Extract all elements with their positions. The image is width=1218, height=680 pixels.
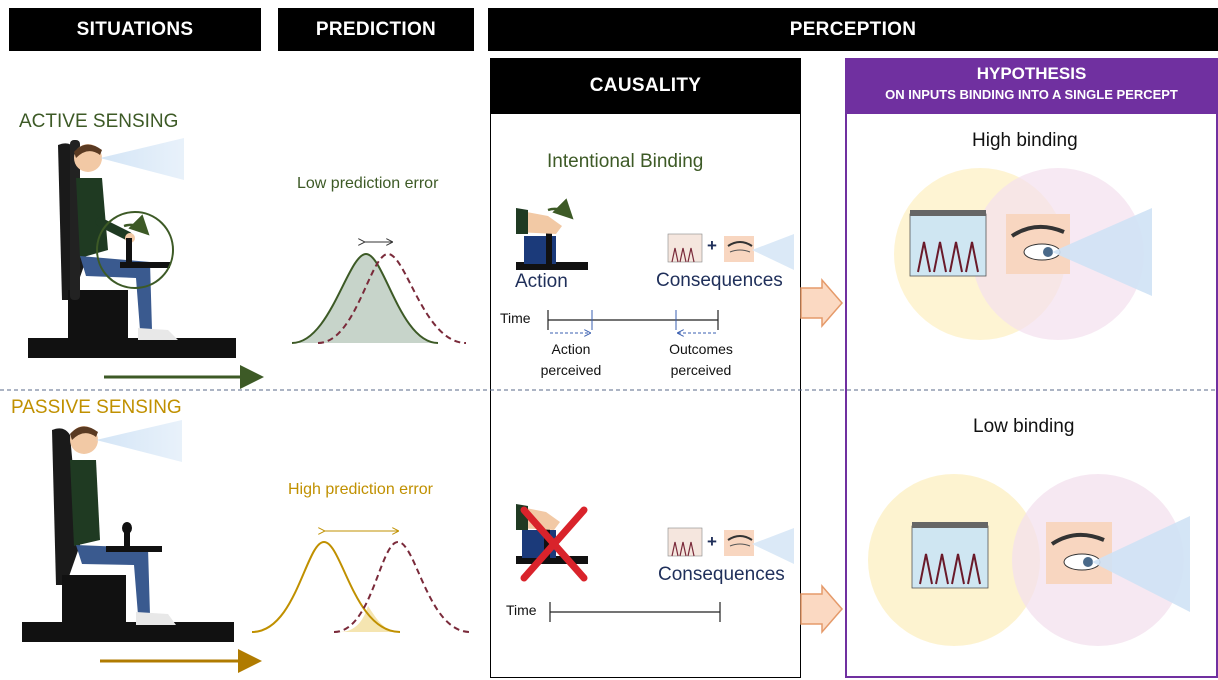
plus-sign-top: + <box>707 236 717 255</box>
hypothesis-title: HYPOTHESIS <box>976 64 1087 83</box>
outcomes-perceived-line1: Outcomes <box>669 341 733 357</box>
plus-sign-bottom: + <box>707 532 717 551</box>
time-label-top: Time <box>500 310 531 326</box>
low-prediction-error-label: Low prediction error <box>297 175 439 192</box>
timeline-bottom <box>549 602 721 622</box>
outcomes-perceived-label: Outcomes perceived <box>658 339 744 381</box>
high-binding-label: High binding <box>972 130 1078 151</box>
block-arrow-top <box>800 277 843 329</box>
action-label: Action <box>515 271 568 292</box>
veto-cross-icon <box>520 506 588 582</box>
low-binding-label: Low binding <box>973 416 1075 437</box>
high-error-curves <box>251 531 471 633</box>
active-sensing-label: ACTIVE SENSING <box>19 111 179 132</box>
high-binding-venn <box>894 168 1152 340</box>
lever-hand-icon-top <box>516 198 588 270</box>
header-prediction: PREDICTION <box>278 8 474 51</box>
low-error-curves <box>291 242 467 344</box>
time-label-bottom: Time <box>506 602 537 618</box>
consequences-label-bottom: Consequences <box>658 564 785 585</box>
consequences-label-top: Consequences <box>656 270 783 291</box>
header-causality: CAUSALITY <box>490 58 801 114</box>
action-perceived-line1: Action <box>551 341 591 357</box>
senses-icon-bottom <box>667 527 794 564</box>
action-perceived-line2: perceived <box>540 362 602 378</box>
header-situations: SITUATIONS <box>9 8 261 51</box>
active-person-illustration <box>28 138 236 358</box>
passive-sensing-label: PASSIVE SENSING <box>11 397 182 418</box>
senses-icon-top <box>667 233 794 270</box>
intentional-binding-title: Intentional Binding <box>547 151 704 172</box>
header-perception: PERCEPTION <box>488 8 1218 51</box>
action-perceived-label: Action perceived <box>533 339 609 381</box>
hypothesis-header: HYPOTHESIS ON INPUTS BINDING INTO A SING… <box>845 58 1218 114</box>
timeline-top <box>547 310 719 333</box>
hypothesis-subtitle: ON INPUTS BINDING INTO A SINGLE PERCEPT <box>885 87 1178 102</box>
passive-person-illustration <box>22 420 234 642</box>
block-arrow-bottom <box>800 583 843 635</box>
outcomes-perceived-line2: perceived <box>670 362 732 378</box>
high-prediction-error-label: High prediction error <box>288 481 433 498</box>
low-binding-venn <box>868 474 1190 646</box>
